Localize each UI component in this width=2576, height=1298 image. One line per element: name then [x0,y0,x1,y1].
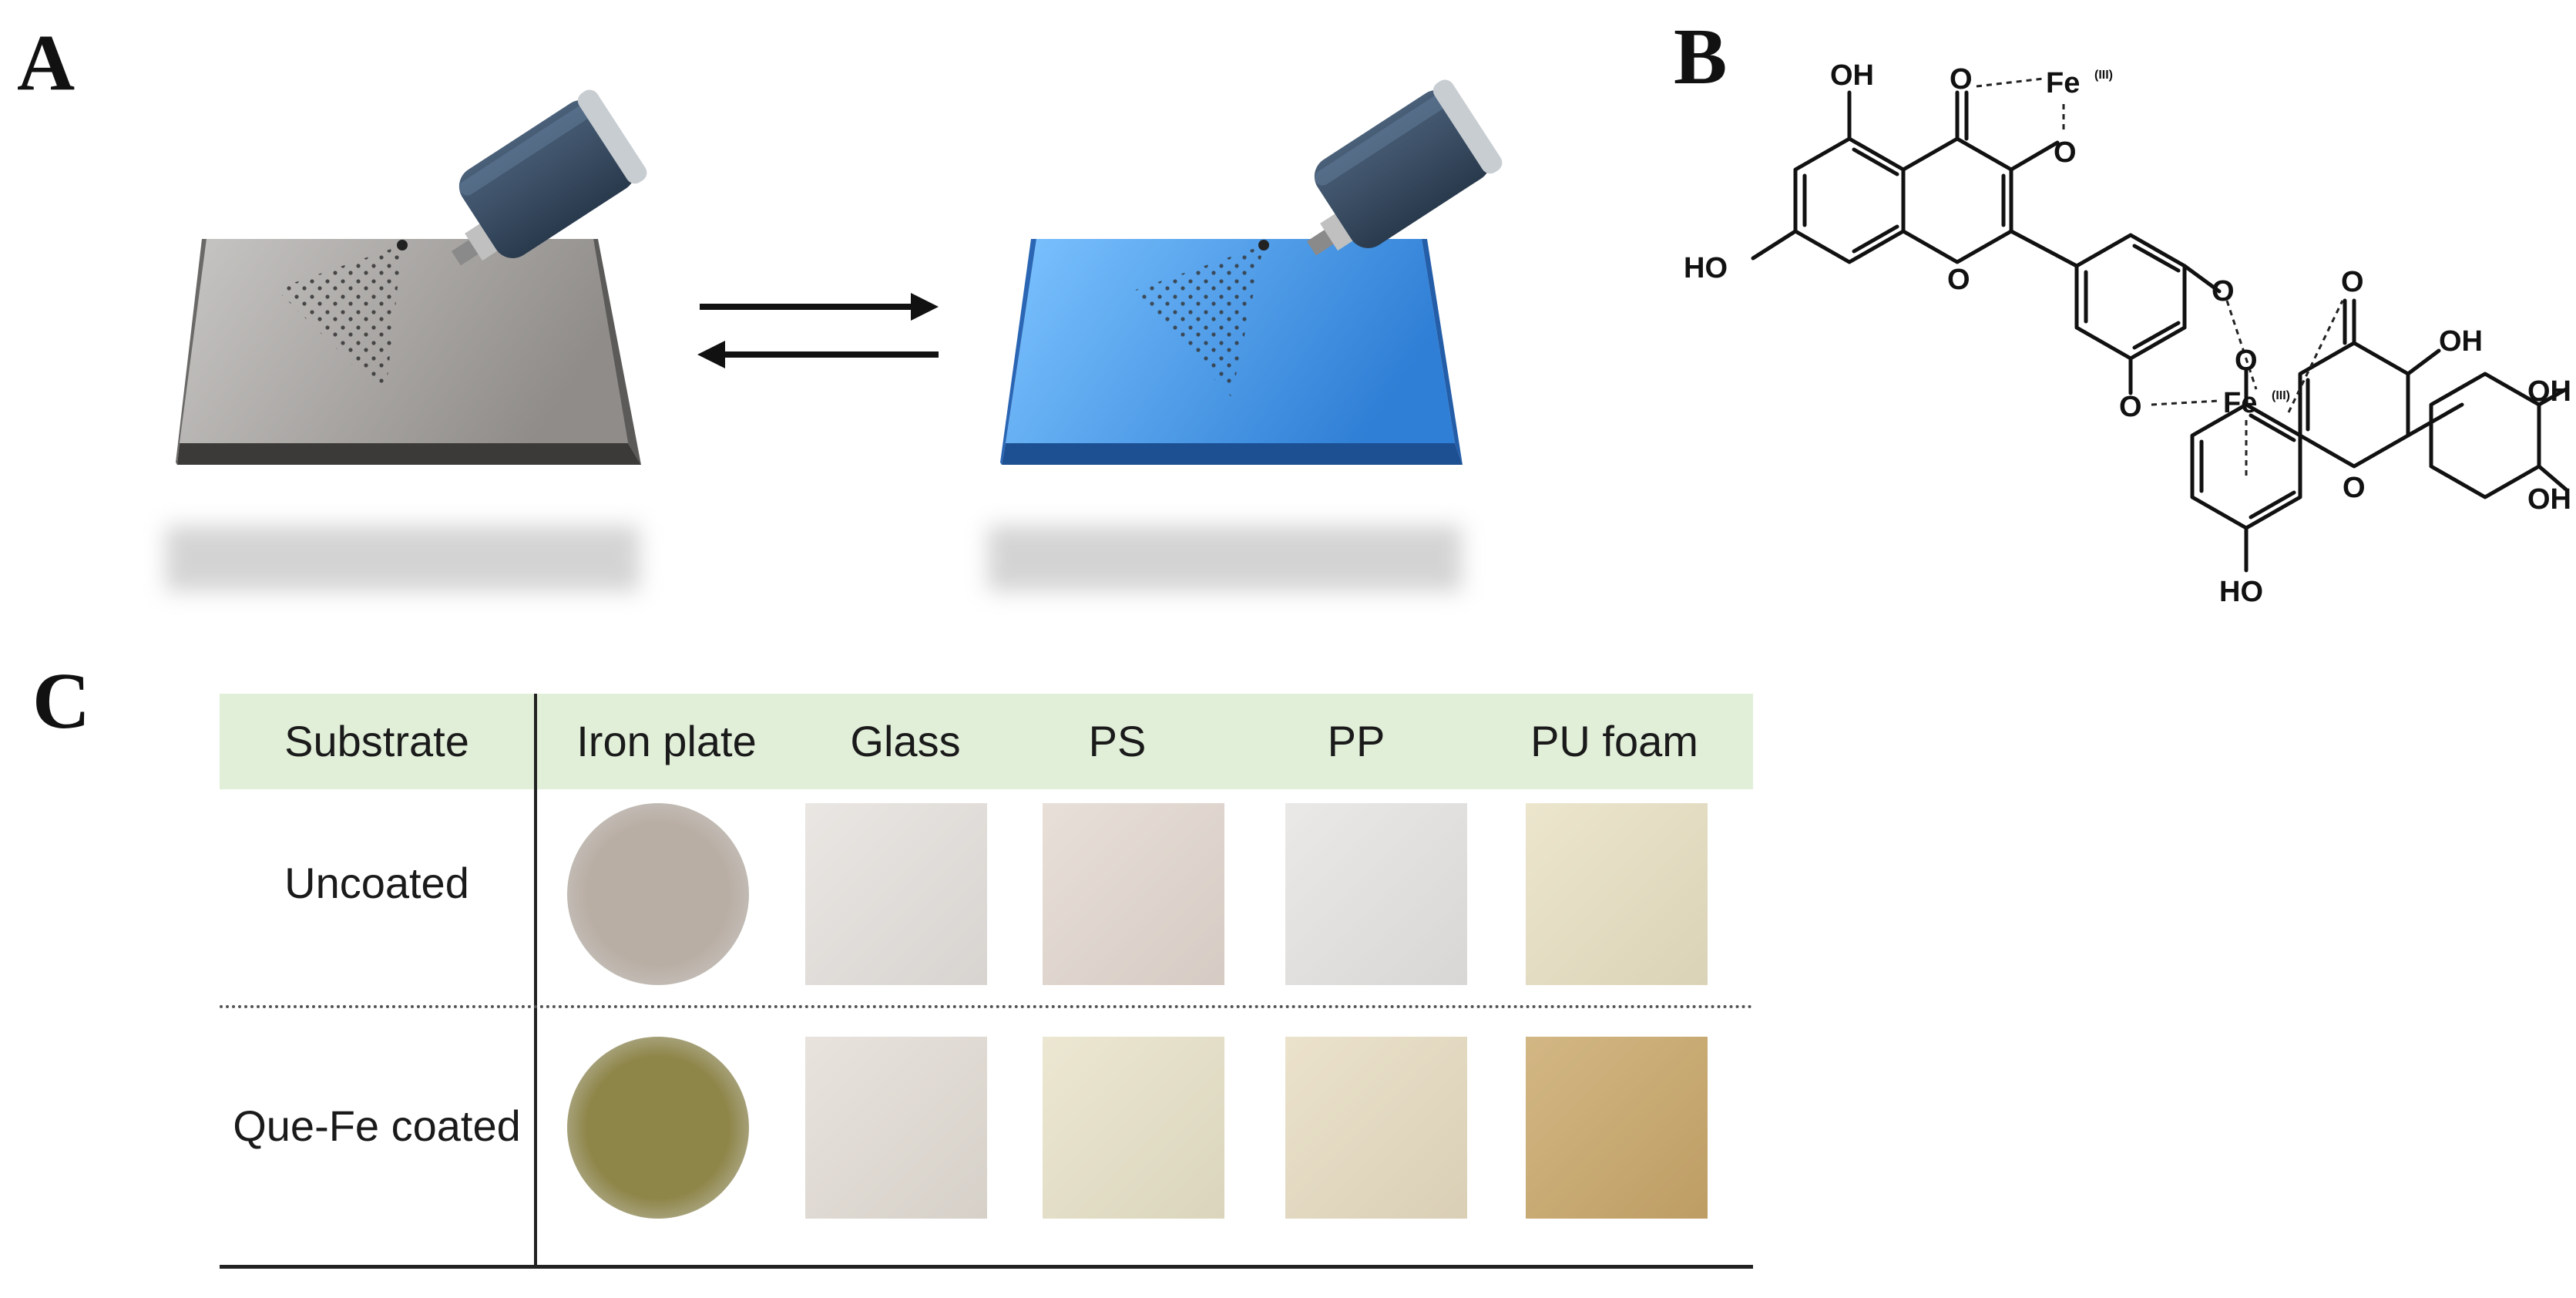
sample-iron-plate-coated [567,1037,749,1219]
sample-glass-uncoated [805,803,987,985]
table-bottom-rule [220,1265,1753,1269]
sample-ps-uncoated [1043,803,1224,985]
ho-label: HO [1684,252,1728,284]
o-label: O [2341,266,2364,298]
spray-mist-blue [1131,240,1269,397]
header-iron-plate: Iron plate [576,717,757,765]
oh-label: OH [2439,325,2483,358]
uncoated-plate [166,239,641,591]
que-fe-structure: OH O Fe (III) O HO O O O Fe (III) O OH O… [1684,59,2571,608]
fe-label: Fe [2046,67,2080,99]
sample-pp-coated [1285,1037,1467,1219]
row-label-uncoated: Uncoated [284,859,469,907]
column-divider [534,694,537,1268]
o-label: O [2054,136,2077,169]
sample-iron-plate-uncoated [567,803,749,985]
o-label: O [2119,391,2142,423]
o-label: O [2212,275,2235,308]
o-label: O [2343,472,2366,504]
fe-label: Fe [2223,387,2257,419]
table-header [220,694,1753,789]
substrate-table: Substrate Iron plate Glass PS PP PU foam… [220,694,1753,1272]
sample-ps-coated [1043,1037,1224,1219]
header-substrate: Substrate [284,717,469,765]
reversible-arrows [697,293,939,368]
spray-mist-grey [276,240,408,397]
spray-coating-illustration [166,79,1503,591]
header-pu-foam: PU foam [1530,717,1698,765]
oh-label: OH [2527,483,2571,516]
panel-label-c: C [32,657,91,745]
row-label-que-fe-coated: Que-Fe coated [233,1101,521,1150]
sample-pp-uncoated [1285,803,1467,985]
row-divider [220,1005,1753,1008]
sample-pu-foam-uncoated [1526,803,1708,985]
panel-label-a: A [17,18,76,107]
header-ps: PS [1088,717,1147,765]
sample-glass-coated [805,1037,987,1219]
ho-label: HO [2219,576,2263,608]
fe-oxidation-label: (III) [2272,389,2290,402]
oh-label: OH [2527,375,2571,408]
header-glass: Glass [850,717,961,765]
o-label: O [1950,63,1973,96]
spray-can-icon [451,89,647,266]
spray-can-icon [1306,79,1503,256]
panel-label-b: B [1674,12,1728,101]
oh-label: OH [1830,59,1874,92]
sample-pu-foam-coated [1526,1037,1708,1219]
o-label: O [2235,345,2258,377]
o-label: O [1947,264,1970,296]
header-pp: PP [1327,717,1385,765]
fe-oxidation-label: (III) [2094,69,2113,82]
